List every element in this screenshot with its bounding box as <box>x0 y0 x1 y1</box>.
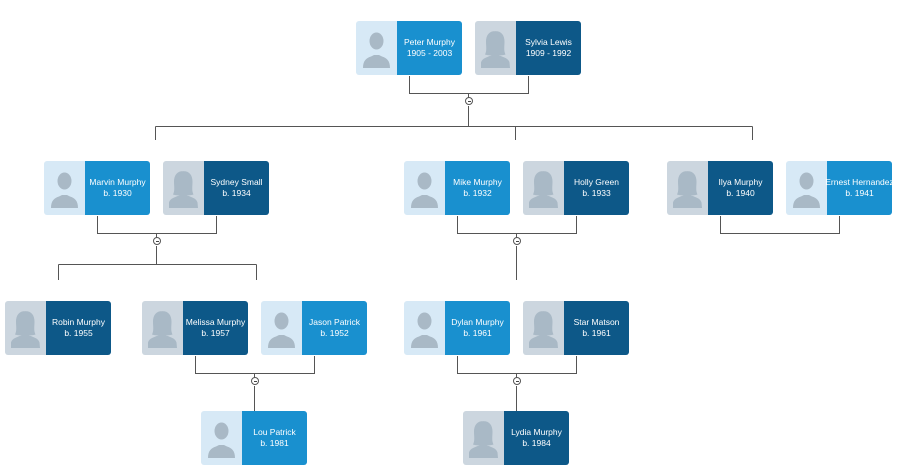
person-silhouette-icon <box>163 161 204 215</box>
person-dates: b. 1955 <box>64 328 93 338</box>
person-silhouette-icon <box>142 301 183 355</box>
person-name: Holly Green <box>574 177 619 187</box>
person-silhouette-icon <box>201 411 242 465</box>
person-dates: b. 1940 <box>726 188 755 198</box>
person-name: Lou Patrick <box>253 427 296 437</box>
person-silhouette-icon <box>44 161 85 215</box>
person-silhouette-icon <box>475 21 516 75</box>
collapse-minus-icon[interactable] <box>465 97 473 105</box>
person-dates: b. 1961 <box>463 328 492 338</box>
person-dates: b. 1941 <box>845 188 874 198</box>
person-dates: b. 1952 <box>320 328 349 338</box>
person-name: Peter Murphy <box>403 37 456 47</box>
person-dates: 1905 - 2003 <box>406 48 453 58</box>
person-silhouette-icon <box>261 301 302 355</box>
person-dates: b. 1957 <box>201 328 230 338</box>
person-silhouette-icon <box>404 161 445 215</box>
person-dates: b. 1933 <box>582 188 611 198</box>
collapse-minus-icon[interactable] <box>513 237 521 245</box>
person-name: Ernest Hernandez <box>825 177 892 187</box>
person-name: Sylvia Lewis <box>525 37 572 47</box>
person-dates: b. 1932 <box>463 188 492 198</box>
person-name: Jason Patrick <box>308 317 361 327</box>
person-dates: b. 1984 <box>522 438 551 448</box>
person-silhouette-icon <box>5 301 46 355</box>
person-silhouette-icon <box>523 161 564 215</box>
person-dates: b. 1961 <box>582 328 611 338</box>
person-name: Sydney Small <box>210 177 263 187</box>
person-silhouette-icon <box>356 21 397 75</box>
person-name: Marvin Murphy <box>89 177 146 187</box>
person-name: Dylan Murphy <box>451 317 504 327</box>
collapse-minus-icon[interactable] <box>153 237 161 245</box>
person-name: Star Matson <box>573 317 620 327</box>
person-dates: b. 1981 <box>260 438 289 448</box>
person-silhouette-icon <box>523 301 564 355</box>
collapse-minus-icon[interactable] <box>251 377 259 385</box>
person-name: Mike Murphy <box>453 177 502 187</box>
person-silhouette-icon <box>404 301 445 355</box>
person-dates: b. 1930 <box>103 188 132 198</box>
person-silhouette-icon <box>786 161 827 215</box>
person-name: Ilya Murphy <box>718 177 763 187</box>
person-name: Melissa Murphy <box>185 317 246 327</box>
person-dates: b. 1934 <box>222 188 251 198</box>
person-name: Robin Murphy <box>52 317 105 327</box>
collapse-minus-icon[interactable] <box>513 377 521 385</box>
person-silhouette-icon <box>463 411 504 465</box>
person-dates: 1909 - 1992 <box>525 48 572 58</box>
person-name: Lydia Murphy <box>511 427 562 437</box>
person-silhouette-icon <box>667 161 708 215</box>
